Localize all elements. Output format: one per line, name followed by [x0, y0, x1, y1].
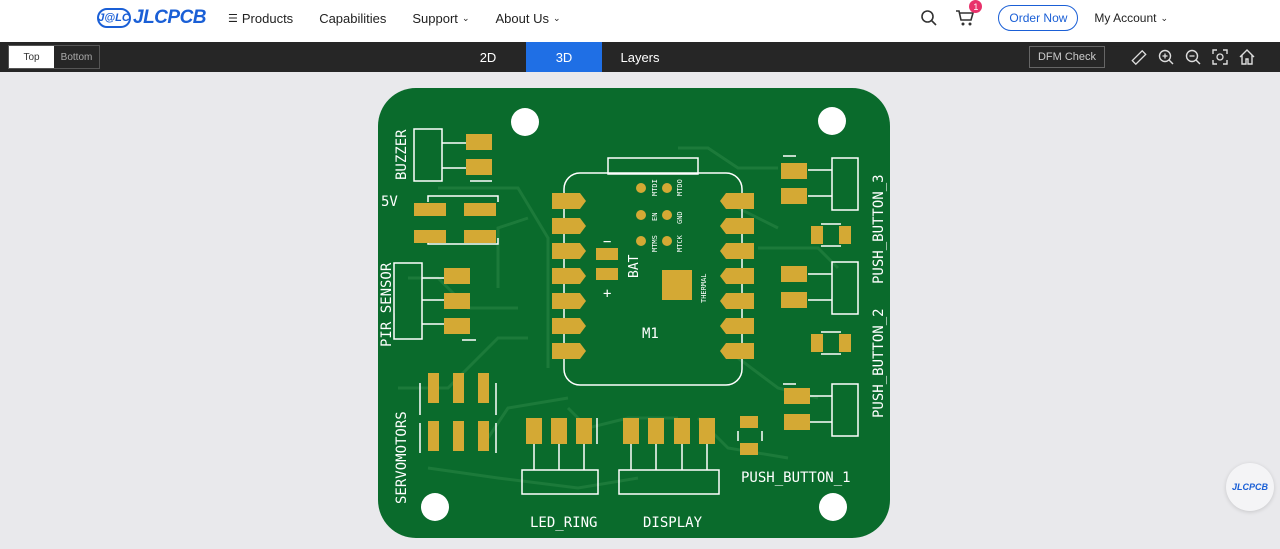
tab-2d[interactable]: 2D — [479, 49, 497, 65]
label-push-button-1: PUSH_BUTTON_1 — [741, 470, 851, 486]
search-icon[interactable] — [918, 7, 940, 29]
side-top-button[interactable]: Top — [9, 46, 54, 68]
my-account-menu[interactable]: My Account ⌄ — [1094, 11, 1168, 25]
label-push-button-2: PUSH_BUTTON_2 — [871, 308, 887, 418]
side-toggle: Top Bottom — [8, 45, 100, 69]
order-now-button[interactable]: Order Now — [998, 5, 1079, 31]
logo-text: JLCPCB — [133, 7, 207, 28]
home-icon[interactable] — [1236, 46, 1258, 68]
label-5v: 5V — [381, 194, 398, 210]
viewer-tools — [1128, 46, 1263, 68]
chevron-down-icon: ⌄ — [1160, 12, 1168, 23]
label-mtdo: MTDO — [676, 179, 684, 196]
led-ring-header — [521, 418, 599, 495]
label-push-button-3: PUSH_BUTTON_3 — [871, 174, 887, 284]
board-outline — [378, 88, 890, 538]
label-m1: M1 — [642, 326, 659, 342]
regulator-footprint — [414, 195, 499, 245]
label-mtms: MTMS — [651, 235, 659, 252]
mounting-holes — [421, 107, 847, 521]
pir-sensor-footprint — [393, 262, 476, 341]
header-actions: 1 Order Now My Account ⌄ — [918, 0, 1168, 36]
pcb-board[interactable]: BUZZER 5V PIR_SENSOR SERVOMOTORS LED_RIN… — [378, 88, 890, 538]
module-m1 — [552, 157, 754, 386]
menu-products-label: Products — [241, 10, 294, 26]
logo-mark: J@LC — [97, 8, 131, 28]
fit-view-icon[interactable] — [1209, 46, 1231, 68]
my-account-label: My Account — [1094, 11, 1157, 25]
zoom-in-icon[interactable] — [1155, 46, 1177, 68]
menu-support-label: Support — [412, 10, 458, 26]
floating-jlcpcb-logo[interactable]: JLCPCB — [1226, 463, 1274, 511]
tactile-switch-upper — [811, 223, 851, 247]
jlcpcb-logo[interactable]: J@LC JLCPCB — [97, 6, 207, 30]
buzzer-footprint — [413, 128, 492, 182]
menu-capabilities-label: Capabilities — [319, 10, 387, 26]
ruler-icon[interactable] — [1128, 46, 1150, 68]
menu-support[interactable]: Support ⌄ — [412, 11, 469, 26]
menu-about[interactable]: About Us ⌄ — [495, 11, 560, 26]
label-buzzer: BUZZER — [394, 129, 410, 180]
cart-icon — [956, 10, 975, 26]
tactile-switch-lower — [811, 331, 851, 355]
label-servomotors: SERVOMOTORS — [394, 411, 410, 504]
label-pir-sensor: PIR_SENSOR — [379, 262, 395, 347]
label-led-ring: LED_RING — [530, 515, 597, 531]
label-bat: BAT — [627, 254, 642, 278]
tab-3d[interactable]: 3D — [526, 42, 602, 72]
label-en: EN — [651, 213, 659, 221]
cart-button[interactable]: 1 — [954, 0, 983, 29]
servo-footprint — [419, 373, 497, 453]
zoom-out-icon[interactable] — [1182, 46, 1204, 68]
label-display: DISPLAY — [643, 515, 703, 531]
label-gnd: GND — [676, 211, 684, 224]
label-bat-plus: + — [603, 286, 611, 302]
chevron-down-icon: ⌄ — [552, 12, 561, 23]
cart-count-badge: 1 — [969, 0, 983, 13]
dfm-check-button[interactable]: DFM Check — [1029, 46, 1105, 68]
push-button-2-footprint — [781, 261, 859, 315]
chevron-down-icon: ⌄ — [461, 12, 470, 23]
label-mtdi: MTDI — [651, 179, 659, 196]
tab-layers[interactable]: Layers — [620, 49, 660, 65]
push-button-1-footprint — [737, 416, 763, 455]
main-menu: ☰ Products Capabilities Support ⌄ About … — [228, 0, 587, 36]
side-bottom-button[interactable]: Bottom — [54, 46, 99, 68]
label-mtck: MTCK — [676, 234, 684, 252]
view-tabs: 2D 3D Layers — [450, 42, 678, 72]
viewer-toolbar: Top Bottom 2D 3D Layers DFM Check — [0, 42, 1280, 72]
top-nav: J@LC JLCPCB ☰ Products Capabilities Supp… — [0, 0, 1280, 42]
menu-capabilities[interactable]: Capabilities — [319, 11, 386, 26]
list-icon: ☰ — [228, 12, 238, 25]
menu-about-label: About Us — [495, 10, 549, 26]
display-header — [618, 418, 720, 495]
menu-products[interactable]: ☰ Products — [228, 11, 293, 26]
label-thermal: THERMAL — [700, 273, 708, 303]
push-button-3-footprint — [781, 155, 859, 211]
push-button-footprint-bottom-right — [783, 383, 859, 437]
label-bat-minus: − — [603, 234, 611, 250]
